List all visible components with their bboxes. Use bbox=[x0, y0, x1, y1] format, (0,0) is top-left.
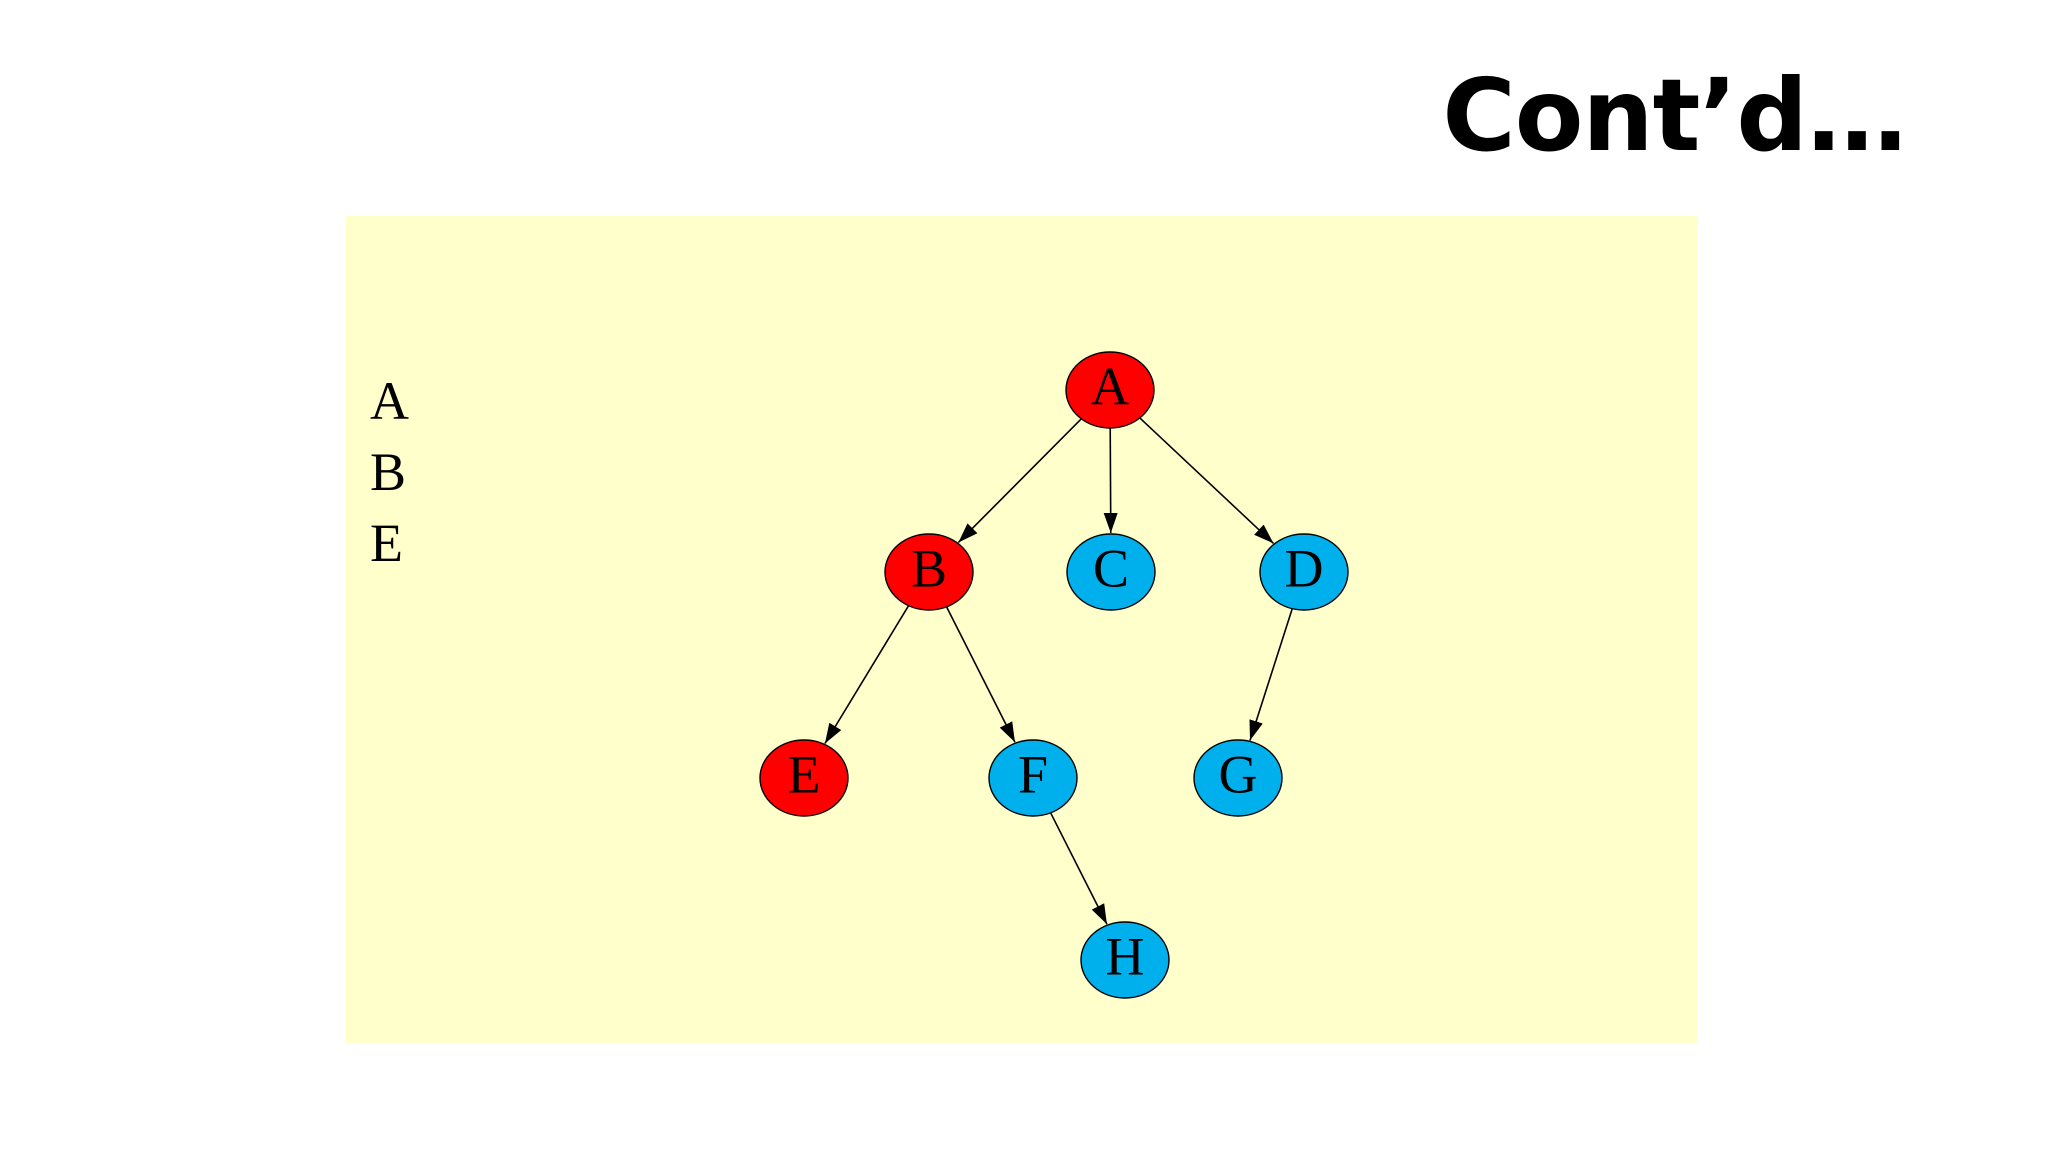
node-g: G bbox=[1193, 739, 1283, 817]
node-circle bbox=[1065, 351, 1155, 429]
visited-item: A bbox=[370, 371, 409, 431]
node-label: E bbox=[788, 744, 821, 804]
node-label: G bbox=[1219, 744, 1258, 804]
node-h: H bbox=[1080, 921, 1170, 999]
visited-order-list: A B E bbox=[370, 366, 409, 579]
node-circle bbox=[1193, 739, 1283, 817]
node-circle bbox=[759, 739, 849, 817]
edge-f-h bbox=[1049, 812, 1108, 925]
edge-a-d bbox=[1139, 417, 1275, 544]
node-label: B bbox=[911, 538, 947, 598]
node-circle bbox=[1066, 533, 1156, 611]
node-d: D bbox=[1259, 533, 1349, 611]
node-label: D bbox=[1285, 538, 1324, 598]
visited-item: E bbox=[370, 513, 403, 573]
edge-b-e bbox=[824, 605, 910, 744]
node-e: E bbox=[759, 739, 849, 817]
node-label: H bbox=[1106, 926, 1145, 986]
node-circle bbox=[1080, 921, 1170, 999]
node-circle bbox=[1259, 533, 1349, 611]
node-b: B bbox=[884, 533, 974, 611]
node-c: C bbox=[1066, 533, 1156, 611]
node-label: F bbox=[1018, 744, 1048, 804]
node-label: C bbox=[1093, 538, 1129, 598]
node-a: A bbox=[1065, 351, 1155, 429]
edge-a-b bbox=[957, 418, 1082, 544]
node-circle bbox=[988, 739, 1078, 817]
node-circle bbox=[884, 533, 974, 611]
edge-a-c bbox=[1103, 427, 1118, 534]
node-f: F bbox=[988, 739, 1078, 817]
visited-item: B bbox=[370, 442, 407, 502]
edge-d-g bbox=[1249, 608, 1294, 741]
slide-title: Cont’d… bbox=[1442, 57, 1907, 174]
node-label: A bbox=[1091, 356, 1130, 416]
tree-graph: A B C D E F G H bbox=[759, 351, 1349, 999]
edge-b-f bbox=[945, 606, 1016, 743]
